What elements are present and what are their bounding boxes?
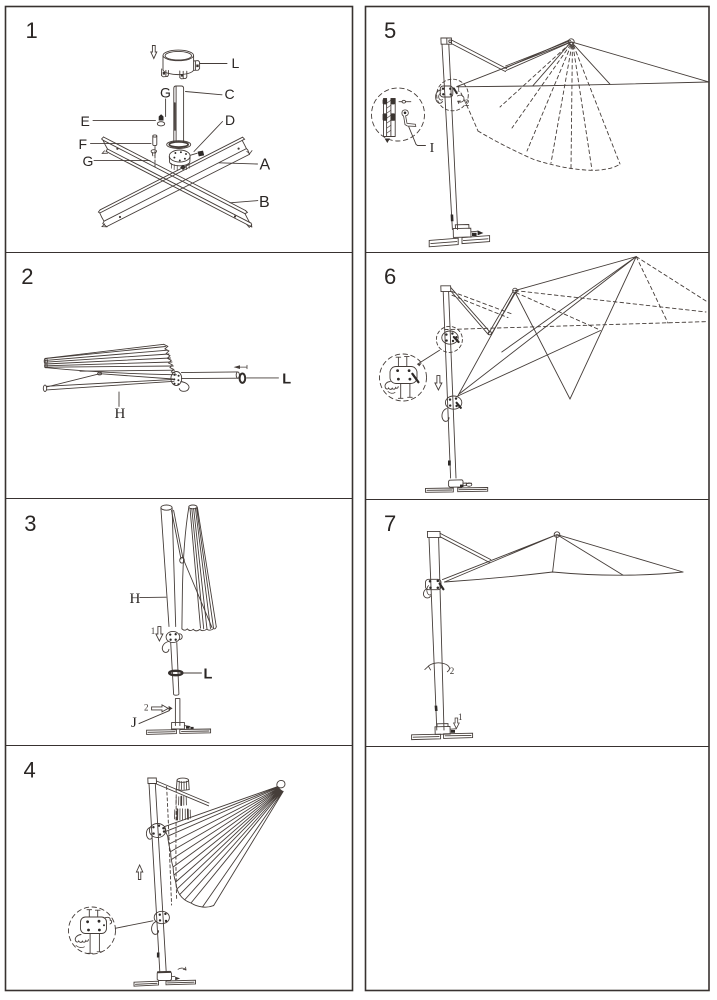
svg-text:L: L xyxy=(204,667,213,683)
svg-text:A: A xyxy=(260,157,271,174)
svg-text:2: 2 xyxy=(21,264,33,289)
svg-text:2: 2 xyxy=(465,98,470,108)
svg-text:2: 2 xyxy=(144,702,149,712)
svg-text:I: I xyxy=(430,141,435,156)
svg-text:1: 1 xyxy=(458,712,463,722)
svg-text:C: C xyxy=(225,86,235,102)
svg-text:F: F xyxy=(79,136,88,152)
svg-text:H: H xyxy=(115,406,126,422)
svg-text:B: B xyxy=(259,194,270,211)
svg-text:E: E xyxy=(81,113,90,129)
svg-text:J: J xyxy=(131,715,137,731)
svg-text:1: 1 xyxy=(151,626,156,636)
svg-text:1: 1 xyxy=(26,18,38,43)
svg-text:D: D xyxy=(225,112,235,128)
svg-text:3: 3 xyxy=(24,511,36,536)
svg-text:1: 1 xyxy=(457,84,461,93)
svg-text:5: 5 xyxy=(384,18,396,43)
svg-text:G: G xyxy=(83,153,94,169)
svg-text:L: L xyxy=(282,372,291,388)
svg-text:2: 2 xyxy=(450,666,455,676)
svg-text:L: L xyxy=(232,55,240,71)
svg-text:7: 7 xyxy=(384,511,396,536)
svg-text:G: G xyxy=(160,84,171,100)
svg-text:4: 4 xyxy=(24,758,36,783)
svg-text:6: 6 xyxy=(384,264,396,289)
svg-text:H: H xyxy=(130,591,141,607)
